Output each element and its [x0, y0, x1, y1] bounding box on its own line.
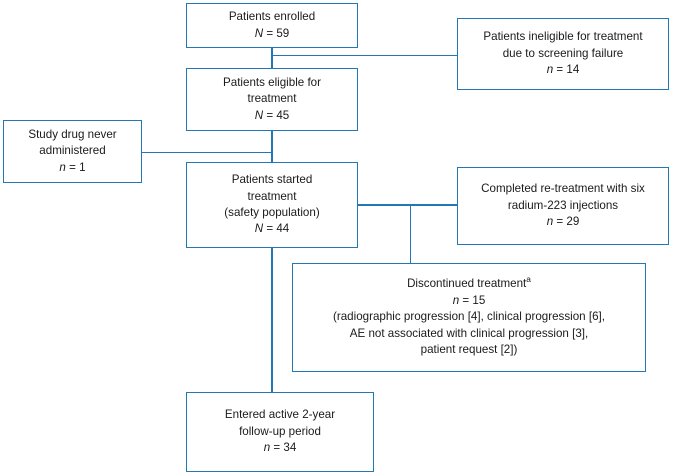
- node-study-drug-never-administered-label-line1: Study drug never: [28, 127, 117, 141]
- node-patients-eligible[interactable]: Patients eligible for treatment N = 45: [186, 68, 358, 131]
- node-completed-retreatment-label-line1: Completed re-treatment with six: [481, 182, 645, 196]
- node-entered-followup-label-line2: follow-up period: [239, 424, 321, 438]
- node-study-drug-never-administered[interactable]: Study drug never administered n = 1: [3, 120, 142, 183]
- node-entered-followup-count: n = 34: [263, 441, 297, 455]
- node-study-drug-never-administered-count: n = 1: [59, 160, 86, 174]
- node-patients-started-treatment[interactable]: Patients started treatment (safety popul…: [186, 162, 358, 248]
- node-discontinued-treatment-reasons-line3: patient request [2]): [420, 343, 518, 357]
- node-discontinued-treatment-reasons-line2: AE not associated with clinical progress…: [349, 326, 589, 340]
- node-patients-ineligible[interactable]: Patients ineligible for treatment due to…: [457, 18, 669, 90]
- node-discontinued-treatment-label: Discontinued treatmenta: [407, 274, 531, 291]
- node-patients-eligible-label-line1: Patients eligible for: [223, 75, 321, 89]
- connector-eligible-to-started: [271, 130, 273, 163]
- node-patients-ineligible-label-line1: Patients ineligible for treatment: [483, 30, 643, 44]
- node-patients-ineligible-count: n = 14: [546, 63, 580, 77]
- connector-started-to-right-branch: [357, 204, 458, 206]
- connector-never-administered-to-main: [141, 151, 272, 154]
- node-completed-retreatment-count: n = 29: [546, 215, 580, 229]
- node-patients-ineligible-label-line2: due to screening failure: [502, 46, 624, 60]
- node-study-drug-never-administered-label-line2: administered: [39, 144, 106, 158]
- node-entered-followup[interactable]: Entered active 2-year follow-up period n…: [186, 392, 374, 472]
- node-discontinued-treatment-reasons-line1: (radiographic progression [4], clinical …: [333, 310, 605, 324]
- node-patients-started-treatment-label-line2: treatment: [247, 189, 297, 203]
- node-patients-started-treatment-label-line1: Patients started: [231, 173, 313, 187]
- node-completed-retreatment[interactable]: Completed re-treatment with six radium-2…: [457, 167, 669, 245]
- node-discontinued-treatment-count: n = 15: [452, 293, 486, 307]
- node-patients-enrolled[interactable]: Patients enrolled N = 59: [186, 3, 358, 48]
- footnote-marker-a: a: [526, 274, 531, 285]
- node-entered-followup-label-line1: Entered active 2-year: [224, 408, 336, 422]
- node-patients-enrolled-label: Patients enrolled: [228, 10, 316, 24]
- node-completed-retreatment-label-line2: radium-223 injections: [507, 198, 619, 212]
- connector-enrolled-to-ineligible: [271, 54, 459, 57]
- connector-enrolled-to-eligible: [271, 47, 273, 69]
- node-patients-enrolled-count: N = 59: [254, 26, 290, 40]
- connector-branch-to-discontinued: [409, 205, 412, 264]
- node-patients-eligible-label-line2: treatment: [247, 92, 297, 106]
- node-patients-eligible-count: N = 45: [254, 108, 290, 122]
- node-patients-started-treatment-label-line3: (safety population): [224, 206, 320, 219]
- node-discontinued-treatment[interactable]: Discontinued treatmenta n = 15 (radiogra…: [292, 263, 646, 372]
- connector-started-to-followup: [271, 247, 273, 393]
- node-patients-started-treatment-count: N = 44: [254, 222, 290, 236]
